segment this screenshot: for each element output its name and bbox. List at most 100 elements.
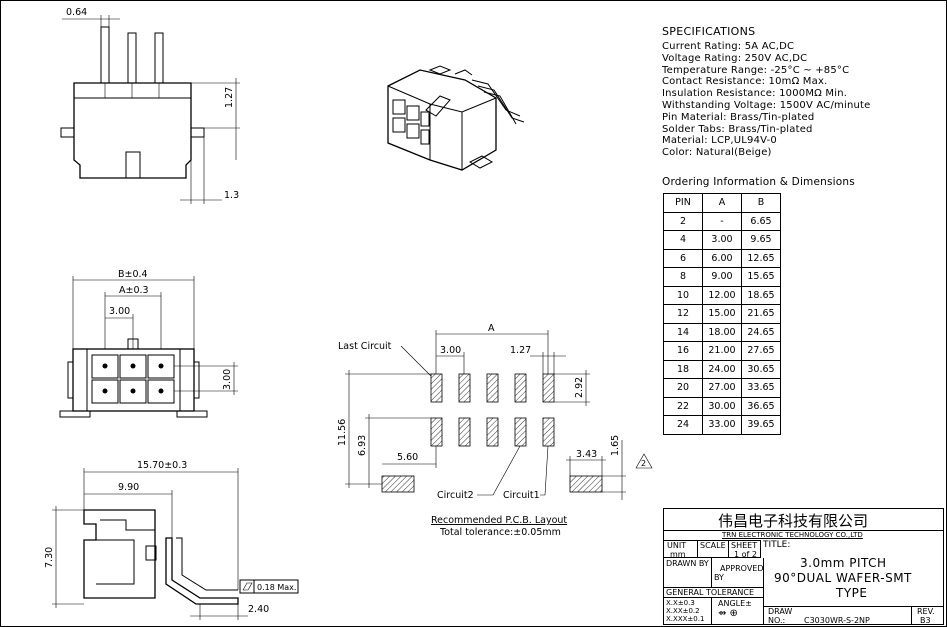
unit-label: UNIT (667, 541, 687, 550)
cell-pin: 2 (663, 211, 703, 231)
cell-pin: 10 (663, 285, 703, 305)
tolerance-1: X.X±0.3 (666, 599, 695, 607)
tolerance-3: X.XXX±0.1 (666, 615, 705, 623)
approved-by-label-2: BY (714, 573, 724, 582)
tolerance-2: X.XX±0.2 (666, 607, 700, 615)
dim-side-height: 1.27 (224, 87, 235, 108)
approved-by-label-1: APPROVED (720, 564, 764, 573)
cell-pin: 14 (663, 322, 703, 342)
spec-line: Temperature Range: -25°C ~ +85°C (662, 64, 850, 76)
cell-a: 27.00 (702, 378, 742, 398)
cell-b: 9.65 (741, 230, 781, 250)
spec-line: Pin Material: Brass/Tin-plated (662, 111, 815, 123)
side-view: 0.64 1.27 1.3 (60, 7, 240, 204)
dim-pcb-a: A (488, 323, 495, 334)
pcb-pad (458, 373, 471, 403)
company-name-cn: 伟昌电子科技有限公司 (718, 512, 869, 530)
cell-b: 39.65 (741, 415, 781, 435)
company-name-en: TRN ELECTRONIC TECHNOLOGY CO.,LTD (722, 531, 863, 539)
column-header-pin: PIN (663, 193, 703, 213)
cell-a: 24.00 (702, 359, 742, 379)
dim-bottom-height: 7.30 (44, 547, 55, 568)
pcb-pad (486, 373, 499, 403)
pcb-pad (430, 417, 443, 447)
pcb-pad (458, 417, 471, 447)
pcb-layout: Last Circuit A 3.00 1.27 2.92 11.56 6.93… (337, 323, 653, 538)
dim-front-pitch: 3.00 (109, 306, 130, 317)
cell-pin: 20 (663, 378, 703, 398)
specifications-block: SPECIFICATIONS Current Rating: 5A AC,DC … (662, 25, 942, 159)
title-line-2: 90°DUAL WAFER-SMT (774, 571, 912, 585)
cell-b: 27.65 (741, 341, 781, 361)
cell-pin: 4 (663, 230, 703, 250)
dim-front-row-pitch: 3.00 (222, 369, 233, 390)
spec-line: Contact Resistance: 10mΩ Max. (662, 76, 828, 88)
dim-pcb-pitch: 3.00 (440, 345, 461, 356)
label-last-circuit: Last Circuit (338, 341, 392, 352)
draw-no-label-2: NO.: (768, 616, 786, 625)
draw-number: C3030WR-S-2NP (804, 616, 870, 625)
pcb-pad (542, 373, 555, 403)
unit-value: mm (670, 550, 686, 559)
cell-b: 12.65 (741, 248, 781, 268)
cell-a: - (702, 211, 742, 231)
cell-a: 3.00 (702, 230, 742, 250)
cell-b: 15.65 (741, 267, 781, 287)
dim-flatness: 0.18 Max. (257, 583, 296, 592)
cell-a: 9.00 (702, 267, 742, 287)
cell-b: 36.65 (741, 396, 781, 416)
pcb-caption: Recommended P.C.B. Layout (431, 515, 567, 526)
dim-bottom-length: 15.70±0.3 (137, 460, 187, 471)
spec-line: Solder Tabs: Brass/Tin-plated (662, 123, 813, 135)
dim-front-b: B±0.4 (118, 269, 148, 280)
dim-tab-width: 1.3 (224, 190, 239, 201)
dim-pcb-tab-offset: 5.60 (397, 452, 418, 463)
cell-b: 33.65 (741, 378, 781, 398)
spec-line: Insulation Resistance: 1000MΩ Min. (662, 88, 848, 100)
pcb-tab-pad (569, 475, 603, 493)
general-tolerance-label: GENERAL TOLERANCE (666, 588, 755, 597)
projection-icon: ⇴ ⊕ (718, 608, 738, 619)
pcb-pad (514, 373, 527, 403)
front-cavities (91, 354, 175, 404)
cell-pin: 6 (663, 248, 703, 268)
svg-text:2: 2 (641, 459, 646, 468)
pcb-pad (430, 373, 443, 403)
cell-b: 30.65 (741, 359, 781, 379)
cell-pin: 18 (663, 359, 703, 379)
sheet-label: SHEET (731, 541, 758, 550)
cell-pin: 16 (663, 341, 703, 361)
scale-label: SCALE (700, 541, 726, 550)
cell-a: 6.00 (702, 248, 742, 268)
dim-front-a: A±0.3 (119, 285, 149, 296)
table-header-row: PIN A B (663, 193, 781, 213)
spec-line: Current Rating: 5A AC,DC (662, 41, 795, 52)
specifications-title: SPECIFICATIONS (662, 25, 756, 38)
label-circuit1: Circuit1 (503, 490, 540, 501)
angle-label: ANGLE± (718, 599, 752, 608)
pcb-pad (542, 417, 555, 447)
cell-a: 18.00 (702, 322, 742, 342)
dim-pin-width: 0.64 (66, 7, 87, 18)
dim-pcb-tab-height: 1.65 (610, 435, 621, 456)
title-line-1: 3.0mm PITCH (800, 556, 887, 570)
cell-a: 12.00 (702, 285, 742, 305)
dim-pcb-row-spacing: 6.93 (357, 435, 368, 456)
title-label: TITLE: (763, 540, 791, 550)
spec-line: Voltage Rating: 250V AC,DC (662, 52, 808, 64)
cell-b: 18.65 (741, 285, 781, 305)
rev-value: B3 (920, 616, 931, 625)
title-line-3: TYPE (836, 586, 868, 600)
bottom-side-view: 15.70±0.3 9.90 7.30 0.18 Max. 2.40 (44, 460, 299, 620)
cell-a: 21.00 (702, 341, 742, 361)
spec-line: Withstanding Voltage: 1500V AC/minute (662, 99, 871, 111)
